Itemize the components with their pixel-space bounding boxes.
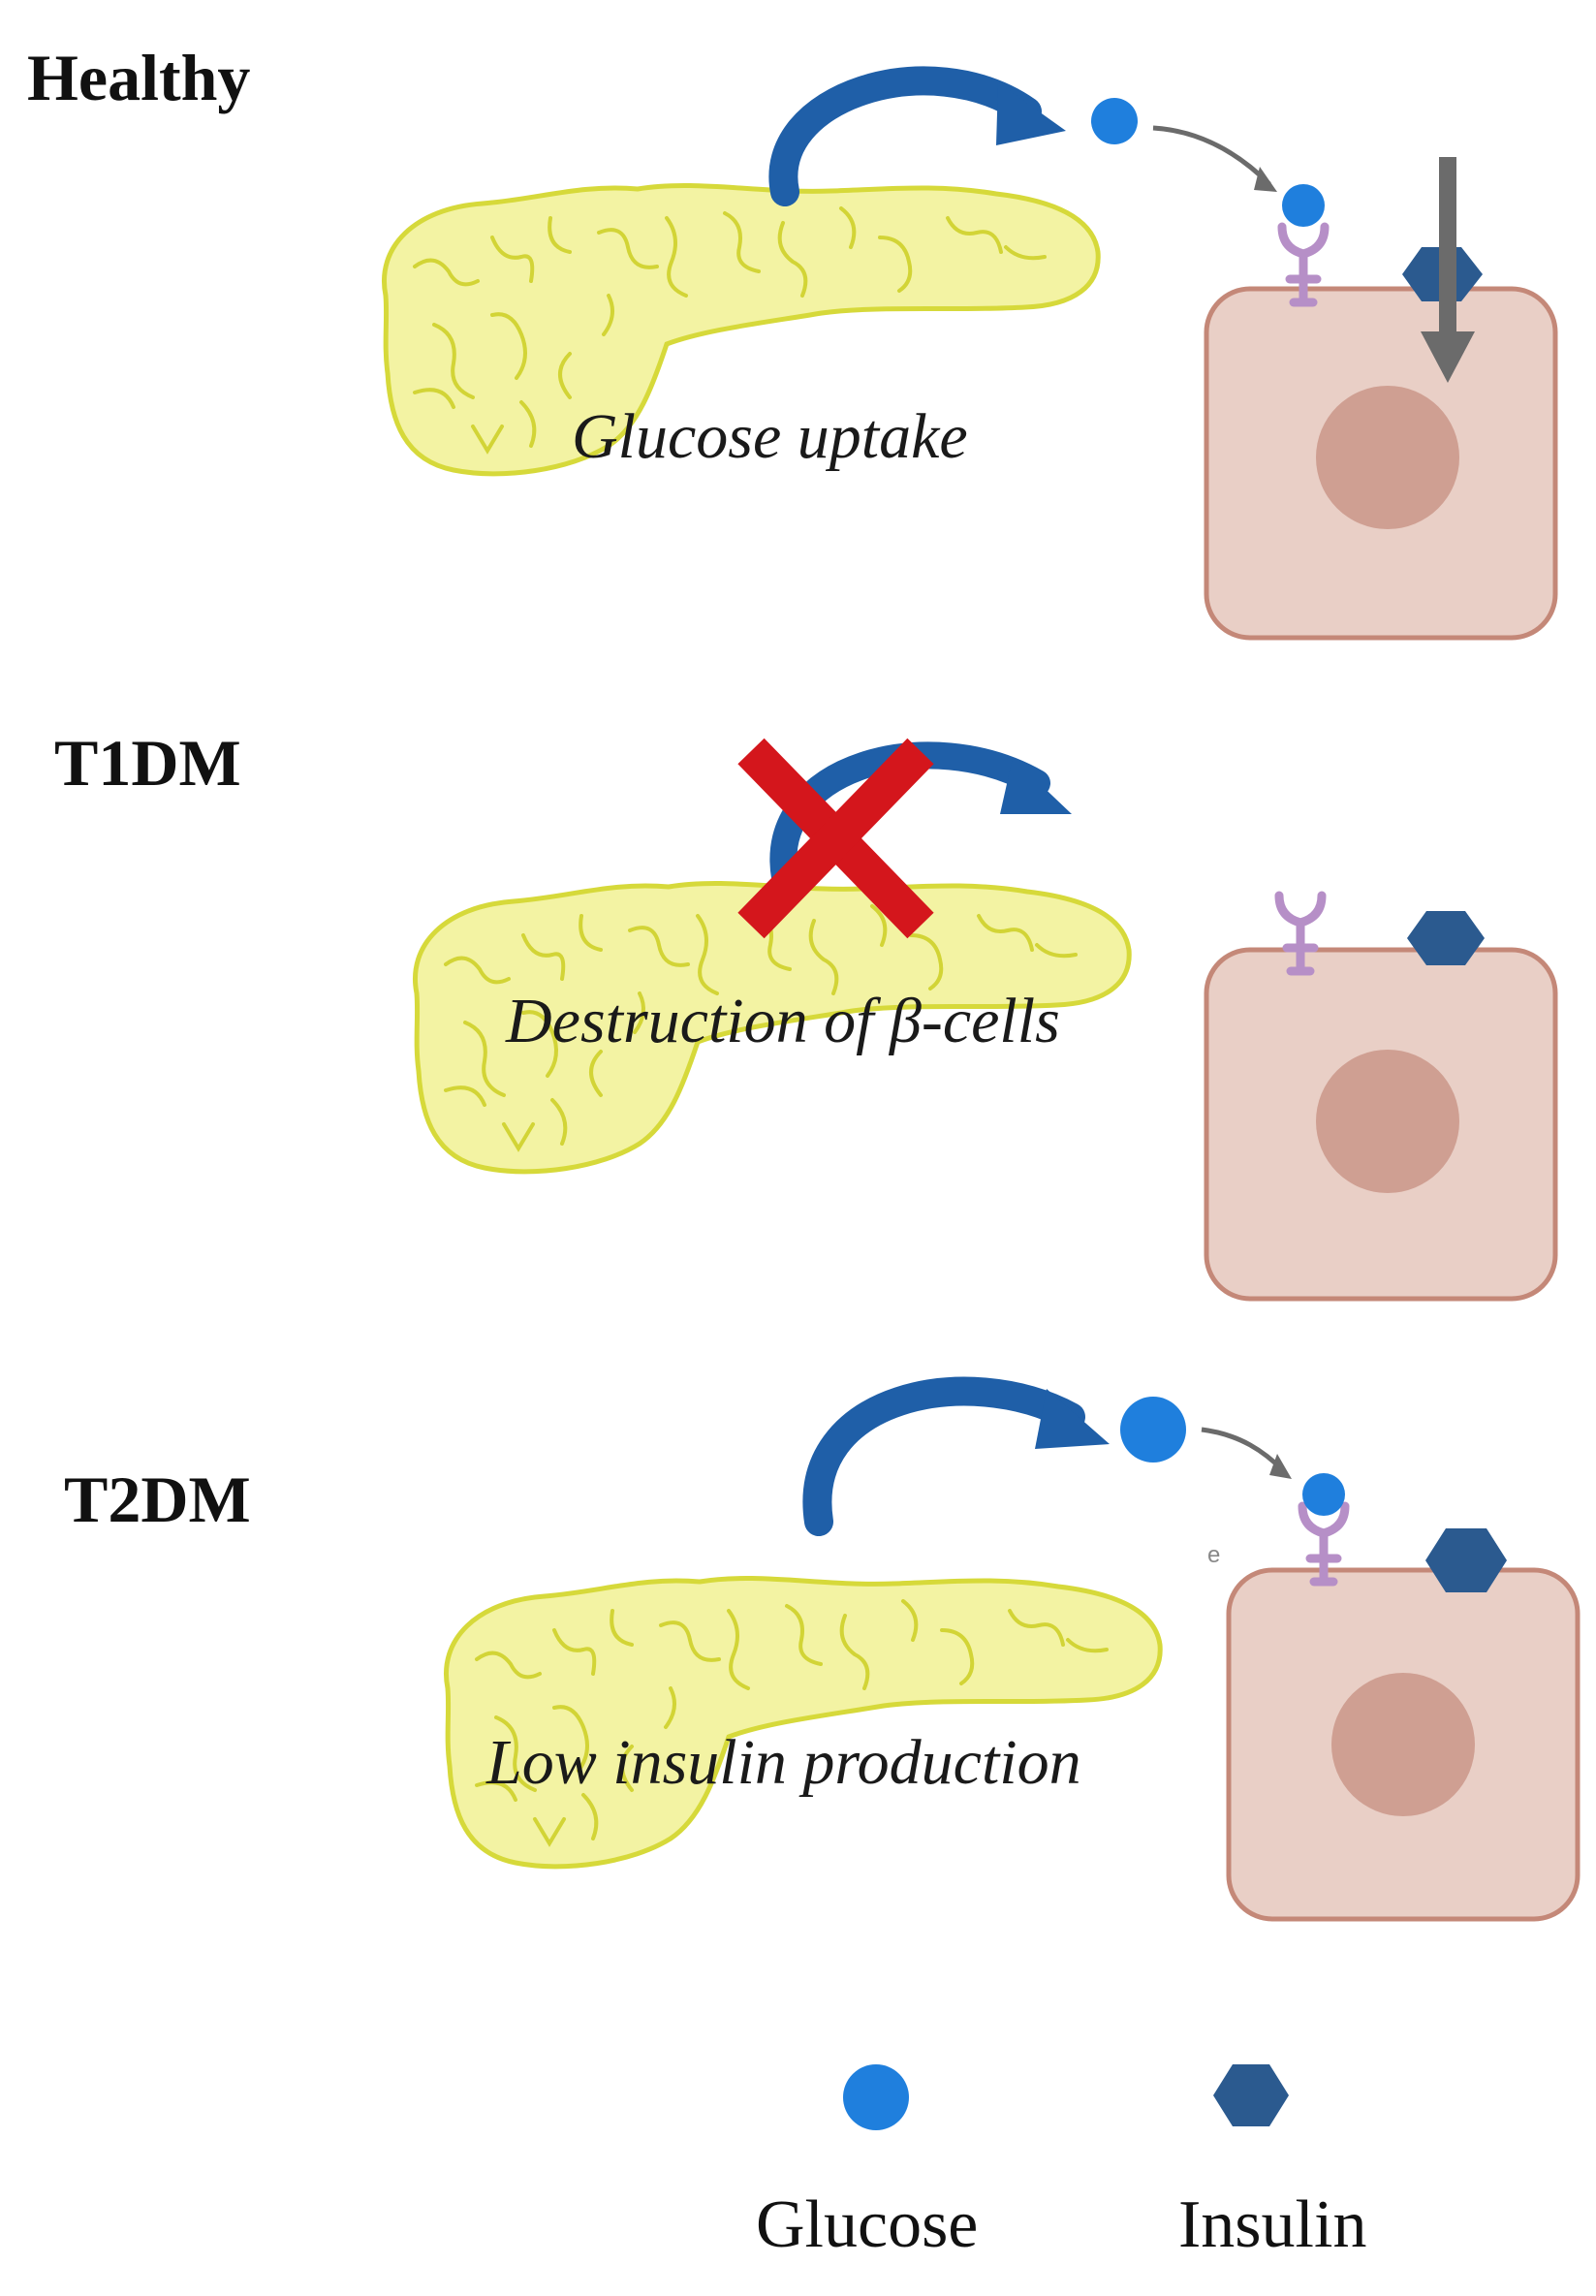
panel-healthy: Healthy Glucose uptake [27,41,1558,641]
insulin-hexagon-icon [1407,911,1485,965]
cell-nucleus [1316,1050,1459,1193]
caption-healthy: Glucose uptake [572,401,968,472]
glucose-entry-arrow-shaft [1439,157,1456,341]
cell-nucleus [1331,1673,1475,1816]
legend-glucose-label: Glucose [756,2187,978,2262]
glucose-circle-icon [1302,1473,1345,1516]
cell-nucleus [1316,386,1459,529]
panel-label-healthy: Healthy [27,41,250,114]
red-x-icon [737,738,934,939]
glucose-entry-arrowhead [1421,331,1475,383]
stray-mark: e [1207,1542,1220,1568]
secretion-arrowhead [996,82,1066,145]
uptake-arrow [1201,1427,1286,1473]
uptake-arrow [1152,125,1271,186]
insulin-hexagon-icon [1425,1528,1507,1592]
panel-t2dm: T2DM e Low insulin production [64,1376,1580,1922]
glucose-circle-icon [1091,98,1138,144]
secretion-arrow [802,1376,1085,1536]
glucose-circle-icon [1282,184,1325,227]
pancreas-icon [446,1579,1160,1867]
glucose-circle-icon [843,2064,909,2130]
secretion-arrow [768,66,1042,206]
glucose-circle-icon [1120,1397,1186,1463]
insulin-hexagon-icon [1213,2064,1289,2126]
legend: Glucose Insulin [756,2064,1366,2262]
panel-label-t1dm: T1DM [54,726,241,800]
secretion-arrow-blocked [769,741,1050,891]
caption-t1dm: Destruction of β-cells [505,986,1060,1056]
panel-t1dm: T1DM Destruction of β-cells [54,726,1558,1302]
caption-t2dm: Low insulin production [485,1727,1081,1798]
legend-insulin-label: Insulin [1178,2187,1366,2262]
panel-label-t2dm: T2DM [64,1463,251,1536]
